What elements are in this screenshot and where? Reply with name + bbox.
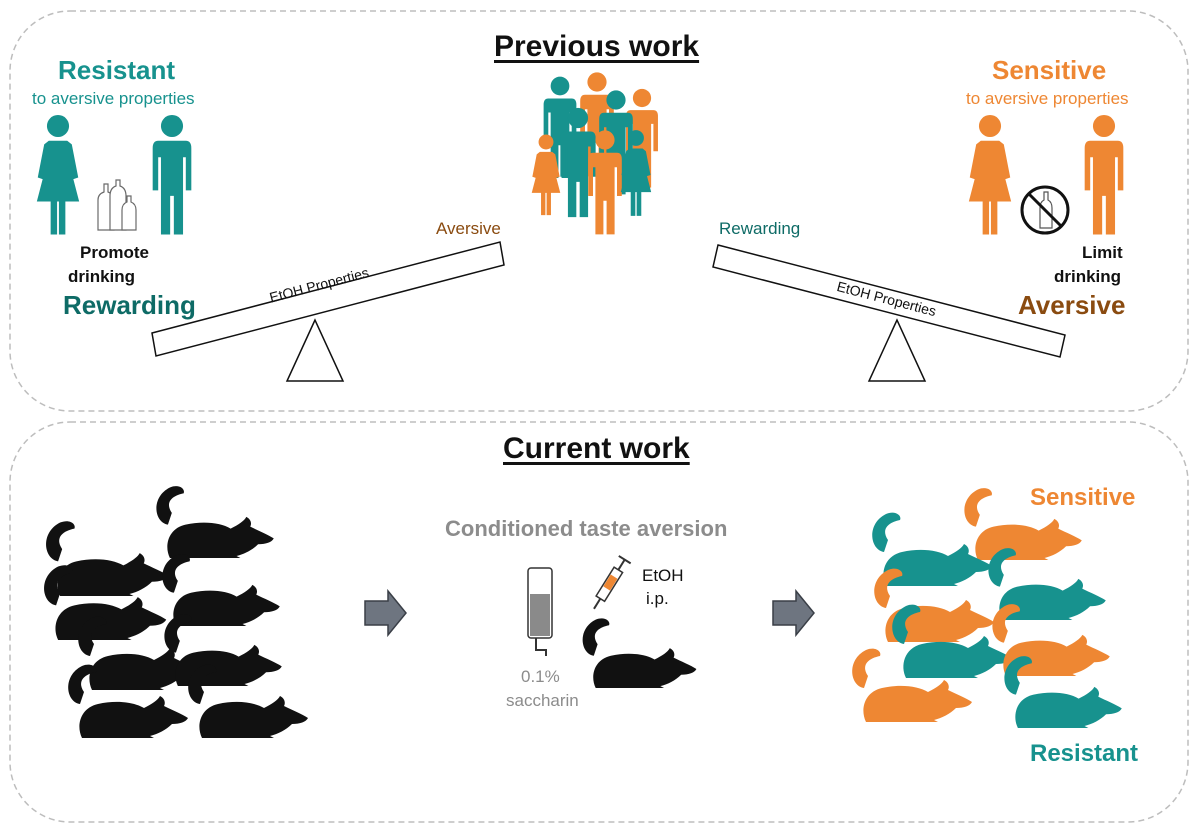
right-scale-raised-label: Rewarding [719, 219, 801, 238]
right-seesaw [712, 244, 1066, 382]
sensitive-effect-line2: drinking [1054, 267, 1122, 286]
male-person-icon [152, 114, 192, 235]
dominant-property-aversive: Aversive [1018, 290, 1126, 320]
rat-group-untested [44, 486, 308, 738]
right-arrow-icon [364, 588, 407, 638]
fulcrum-icon [867, 318, 927, 382]
crowd-icon [531, 72, 658, 235]
left-seesaw [151, 241, 505, 382]
drinking-bottle-icon [527, 567, 553, 656]
bottles-icon [97, 179, 137, 231]
resistant-effect-line2: drinking [68, 267, 136, 286]
syringe-icon [593, 555, 632, 610]
rat-group-sorted [852, 488, 1122, 728]
current-work-title: Current work [503, 432, 690, 465]
sensitive-subheading: to aversive properties [966, 89, 1129, 108]
previous-work-title: Previous work [494, 30, 700, 63]
outcome-resistant-label: Resistant [1030, 740, 1139, 767]
injection-label-line2: i.p. [646, 589, 669, 608]
seesaw-beam [712, 244, 1066, 358]
current-work-panel [9, 421, 1189, 823]
right-arrow-icon [772, 588, 815, 638]
rat-icon [156, 486, 274, 558]
female-person-icon [36, 114, 80, 235]
previous-work-panel [9, 10, 1189, 412]
left-scale-raised-label: Aversive [436, 219, 501, 238]
sensitive-heading: Sensitive [992, 55, 1107, 85]
fulcrum-icon [285, 318, 345, 382]
resistant-subheading: to aversive properties [32, 89, 195, 108]
rat-icon [46, 521, 169, 596]
resistant-effect-line1: Promote [80, 243, 149, 262]
outcome-sensitive-label: Sensitive [1030, 484, 1136, 511]
solution-label-line2: saccharin [506, 691, 579, 710]
male-person-icon [1084, 114, 1124, 235]
sensitive-effect-line1: Limit [1082, 243, 1123, 262]
procedure-label: Conditioned taste aversion [445, 516, 728, 541]
female-person-icon [968, 114, 1012, 235]
dominant-property-rewarding: Rewarding [63, 290, 196, 320]
no-alcohol-icon [1020, 185, 1070, 235]
solution-label-line1: 0.1% [521, 667, 560, 686]
rat-icon [582, 618, 697, 688]
seesaw-beam [151, 241, 505, 357]
resistant-heading: Resistant [58, 55, 176, 85]
injection-label-line1: EtOH [642, 566, 684, 585]
